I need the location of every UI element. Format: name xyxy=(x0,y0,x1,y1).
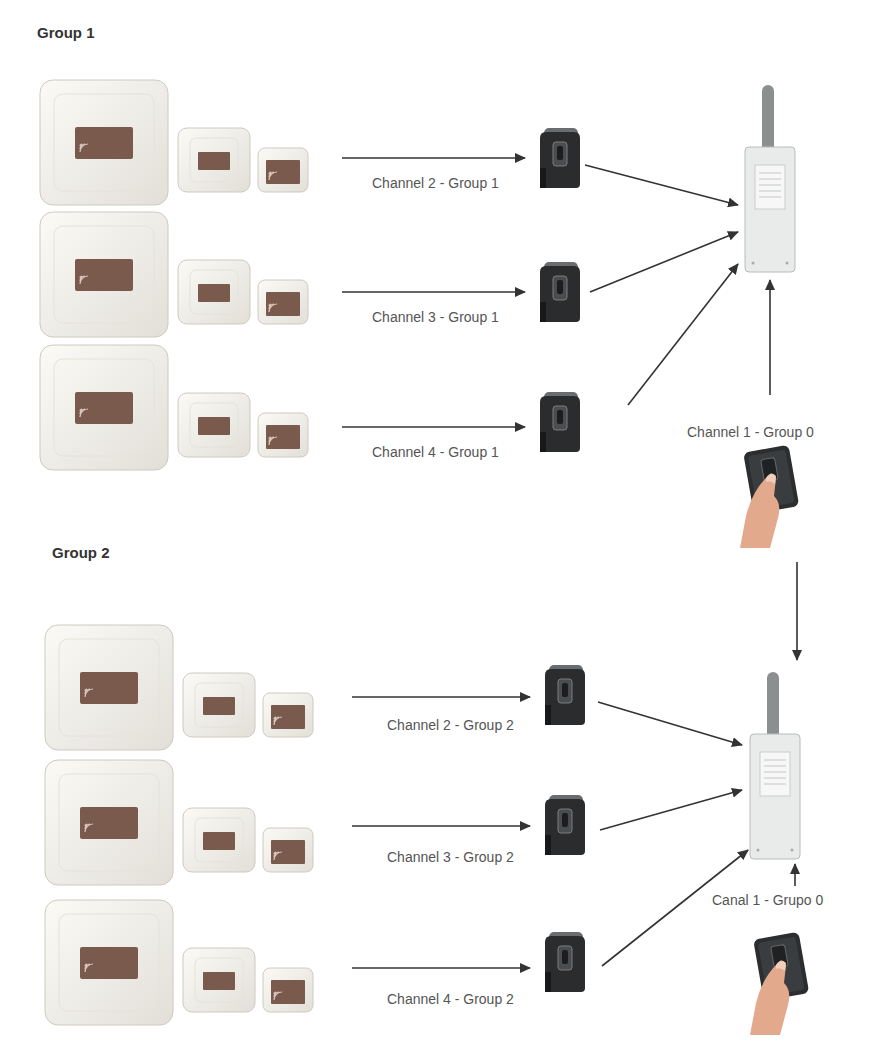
switch-panels xyxy=(40,80,308,205)
arrow xyxy=(769,280,771,395)
arrow xyxy=(352,825,530,827)
arrow xyxy=(590,232,738,292)
channel-label: Canal 1 - Grupo 0 xyxy=(710,891,825,909)
remote-control xyxy=(540,392,580,452)
arrow xyxy=(342,157,525,159)
receiver xyxy=(745,85,795,272)
channel-label: Channel 3 - Group 2 xyxy=(385,848,516,866)
remote-control xyxy=(540,262,580,322)
remote-control xyxy=(540,128,580,188)
hand-remote xyxy=(750,932,809,1035)
switch-panels xyxy=(40,212,308,337)
hand-remote xyxy=(740,445,799,548)
switch-panels xyxy=(45,900,313,1025)
switch-panels xyxy=(45,625,313,750)
remote-control xyxy=(545,932,585,992)
switch-panels xyxy=(40,345,308,470)
group-heading: Group 1 xyxy=(35,24,97,42)
arrow xyxy=(342,291,525,293)
arrow xyxy=(794,864,796,886)
arrow xyxy=(352,967,530,969)
arrow xyxy=(628,264,738,405)
remote-control xyxy=(545,665,585,725)
switch-panels xyxy=(45,760,313,885)
arrow xyxy=(342,426,525,428)
arrow xyxy=(598,702,742,745)
channel-label: Channel 3 - Group 1 xyxy=(370,308,501,326)
arrow xyxy=(796,562,798,660)
channel-label: Channel 2 - Group 1 xyxy=(370,174,501,192)
channel-label: Channel 4 - Group 1 xyxy=(370,443,501,461)
channel-label: Channel 2 - Group 2 xyxy=(385,716,516,734)
arrow xyxy=(585,165,738,205)
arrow xyxy=(352,696,530,698)
remote-control xyxy=(545,795,585,855)
arrow xyxy=(600,790,742,830)
receiver xyxy=(750,672,800,859)
channel-label: Channel 4 - Group 2 xyxy=(385,990,516,1008)
channel-label: Channel 1 - Group 0 xyxy=(685,423,816,441)
group-heading: Group 2 xyxy=(50,544,112,562)
